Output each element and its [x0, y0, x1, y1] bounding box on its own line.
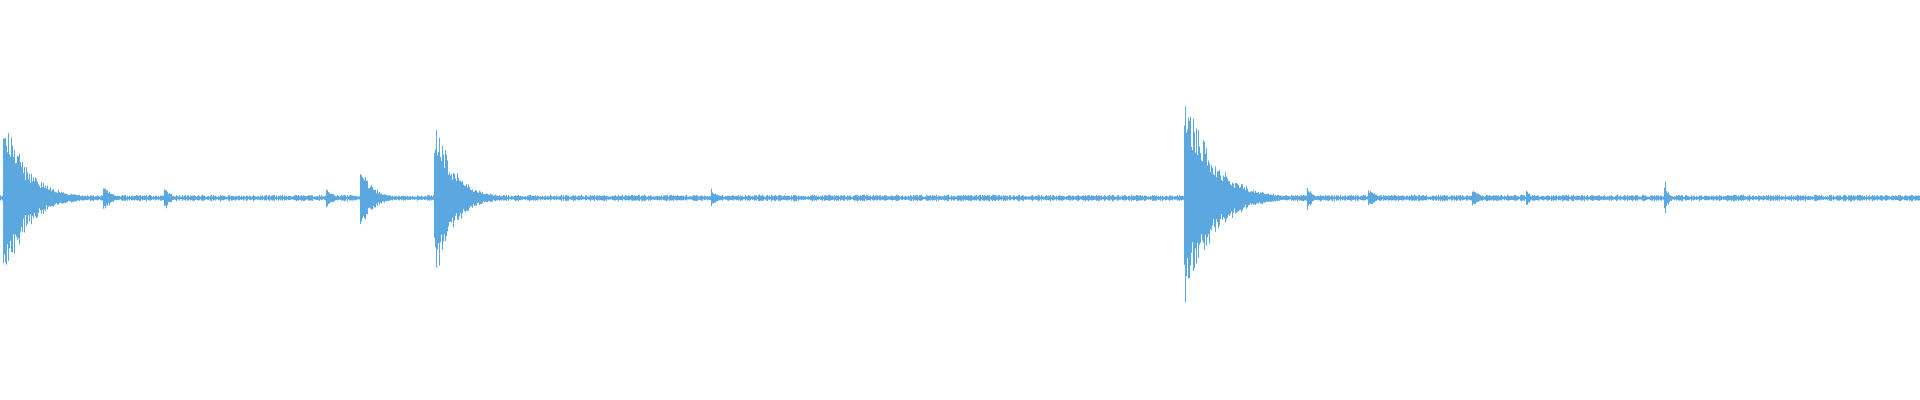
waveform-trace — [0, 106, 1920, 303]
